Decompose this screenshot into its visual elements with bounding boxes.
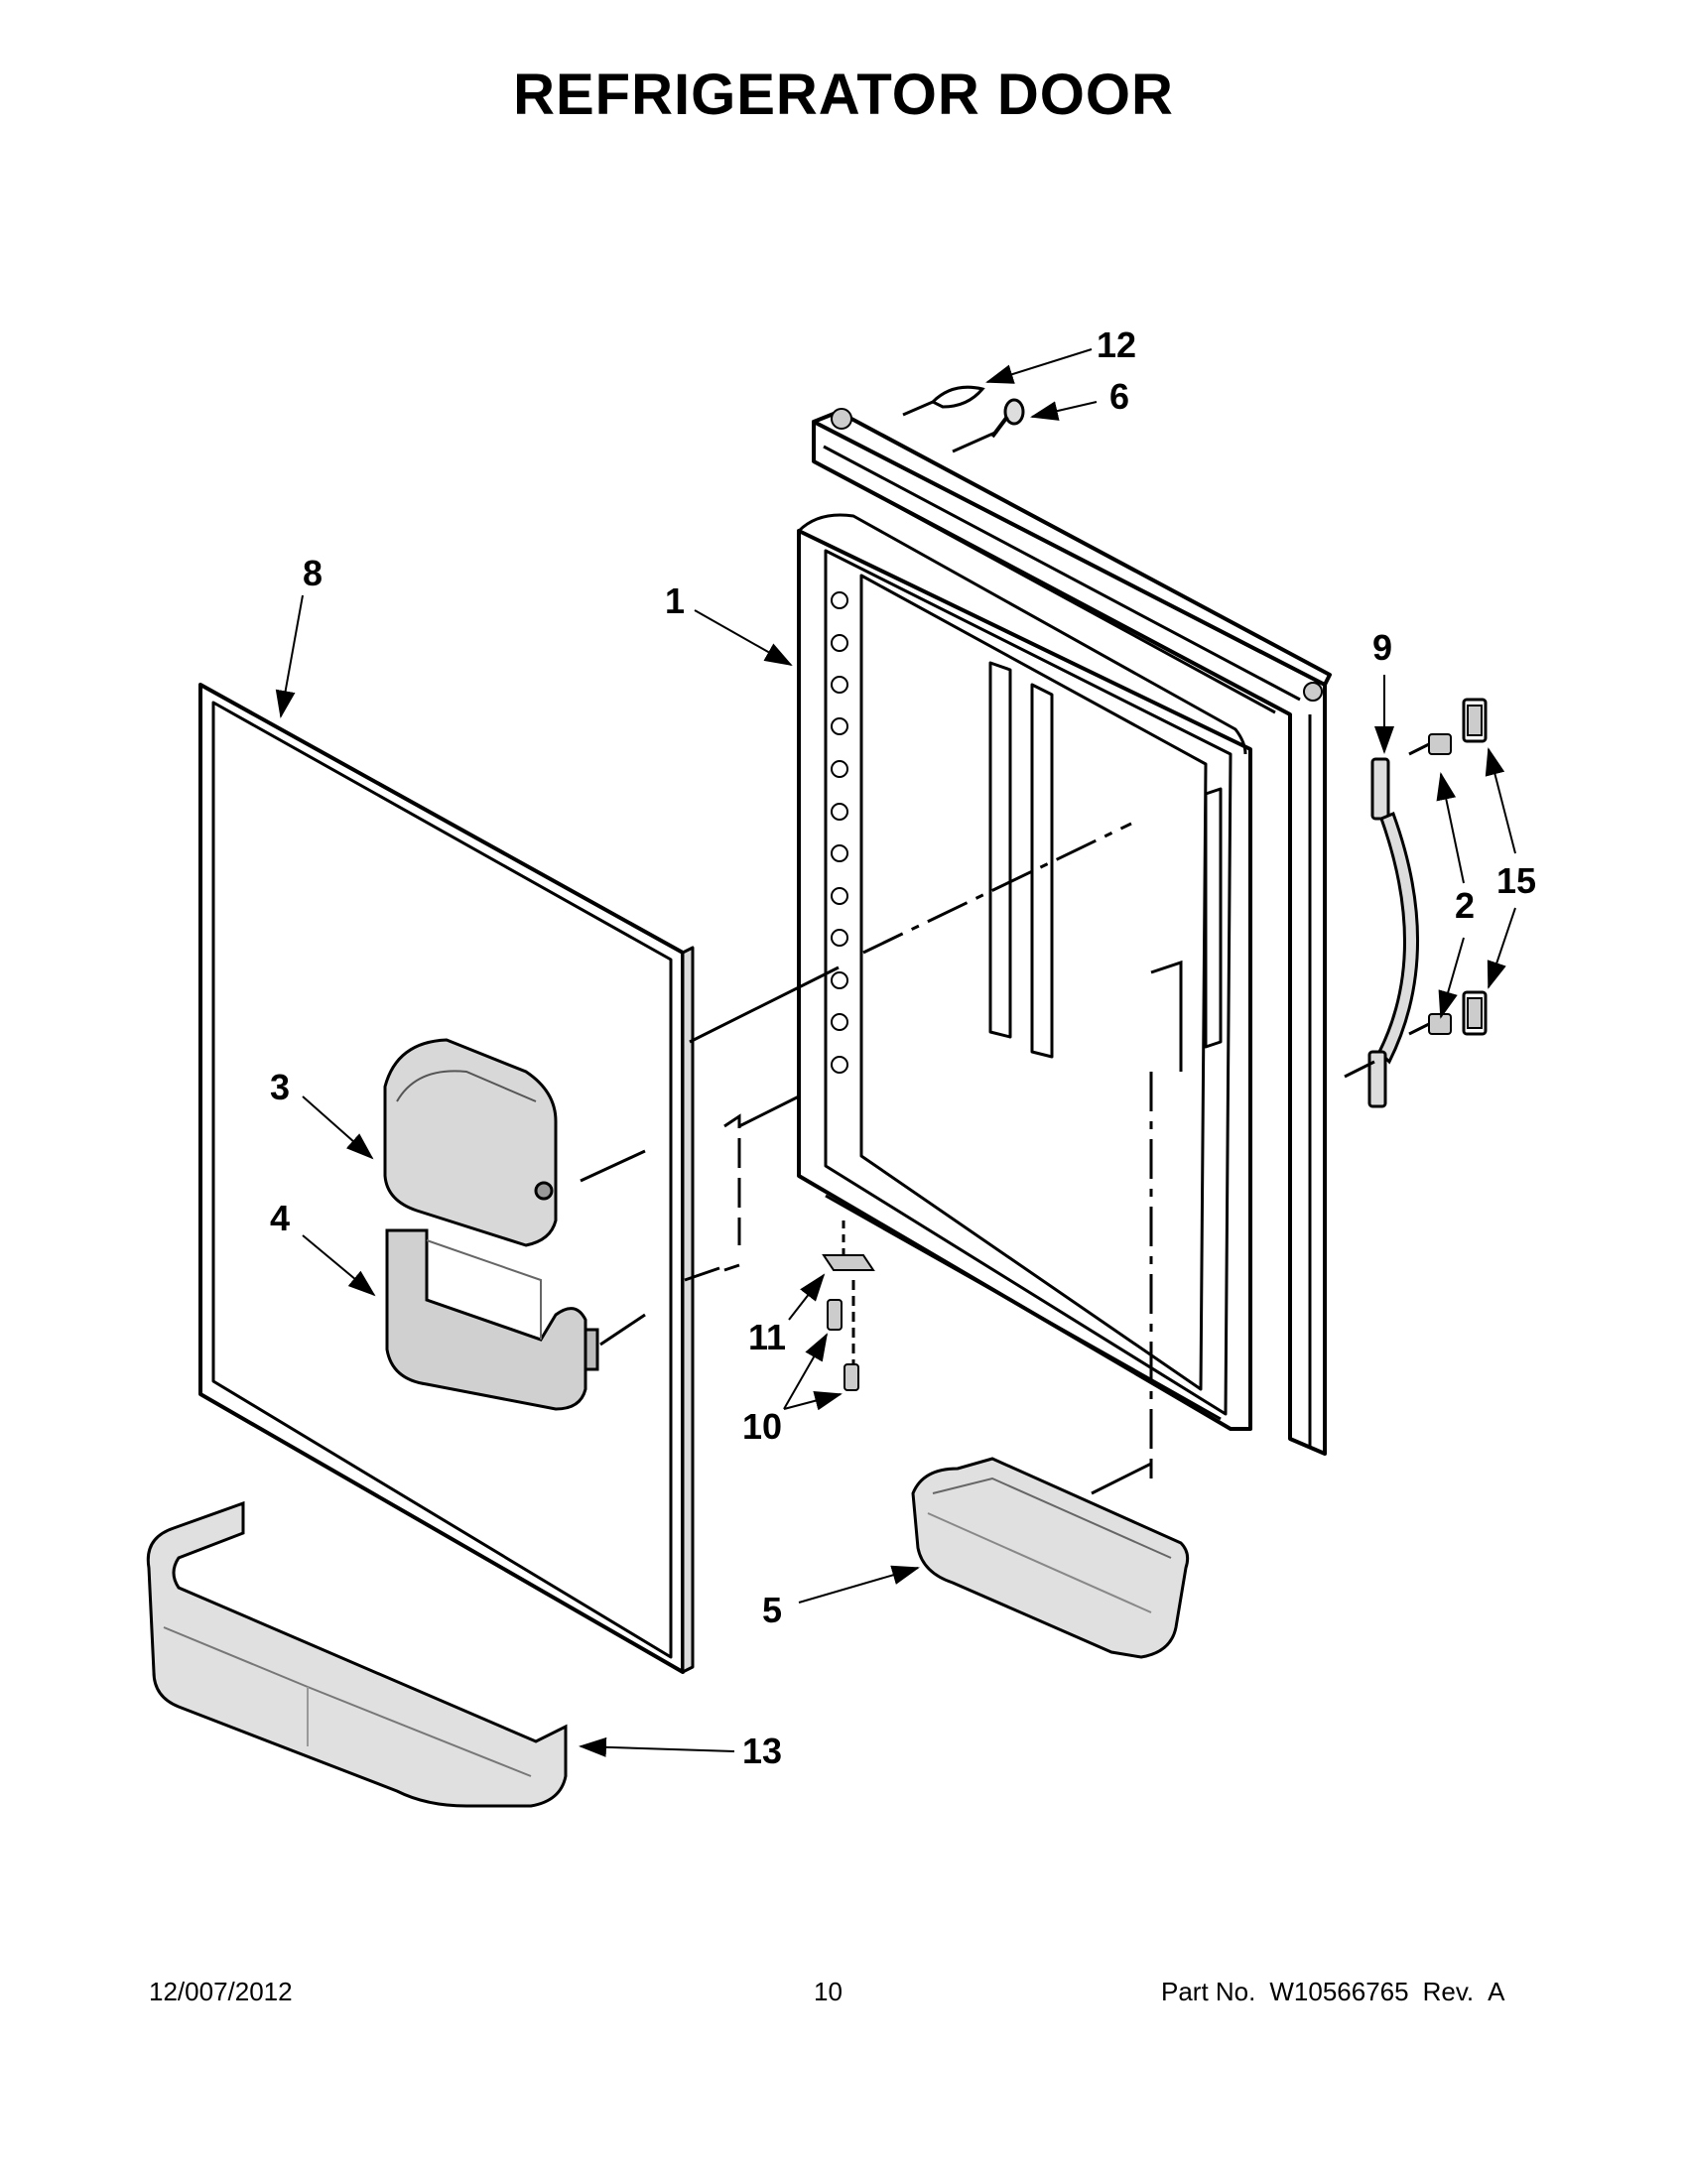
footer-part-info: Part No. W10566765 Rev. A xyxy=(1161,1977,1518,2007)
rev-value: A xyxy=(1488,1977,1505,2006)
callout-2: 2 xyxy=(1455,885,1475,926)
rev-label: Rev. xyxy=(1422,1977,1475,2006)
callout-13: 13 xyxy=(742,1731,782,1771)
door-handle xyxy=(1367,757,1420,1108)
inner-door-frame xyxy=(797,513,1252,1431)
callout-15: 15 xyxy=(1496,860,1536,901)
handle-screws xyxy=(1408,733,1452,1036)
outer-door-frame xyxy=(812,408,1332,1456)
callout-labels: 12 6 8 1 9 15 2 3 4 11 10 5 13 xyxy=(270,324,1536,1771)
footer-date: 12/007/2012 xyxy=(149,1977,293,2006)
callout-8: 8 xyxy=(303,553,323,593)
footer-page-number: 10 xyxy=(814,1977,843,2006)
callout-12: 12 xyxy=(1097,324,1136,365)
callout-9: 9 xyxy=(1372,627,1392,668)
page-title: REFRIGERATOR DOOR xyxy=(513,63,1174,127)
handle-end-caps xyxy=(1462,698,1488,1036)
part-label: Part No. xyxy=(1161,1977,1256,2006)
lower-door-bin xyxy=(146,1500,568,1808)
callout-10: 10 xyxy=(742,1406,782,1447)
assembly-leader-lines xyxy=(580,400,1375,1495)
callout-5: 5 xyxy=(762,1590,782,1630)
dispenser-cover xyxy=(383,1038,558,1247)
callout-6: 6 xyxy=(1109,376,1129,417)
callout-3: 3 xyxy=(270,1067,290,1107)
part-number: W10566765 xyxy=(1269,1977,1409,2006)
callout-arrows xyxy=(275,348,1516,1757)
callout-4: 4 xyxy=(270,1198,290,1238)
hinge-pin-and-washer xyxy=(930,385,1025,439)
door-bin xyxy=(911,1457,1190,1659)
bracket-and-screws xyxy=(822,1254,875,1391)
callout-1: 1 xyxy=(665,580,685,621)
dispenser-tray xyxy=(385,1228,599,1411)
callout-11: 11 xyxy=(748,1317,786,1357)
